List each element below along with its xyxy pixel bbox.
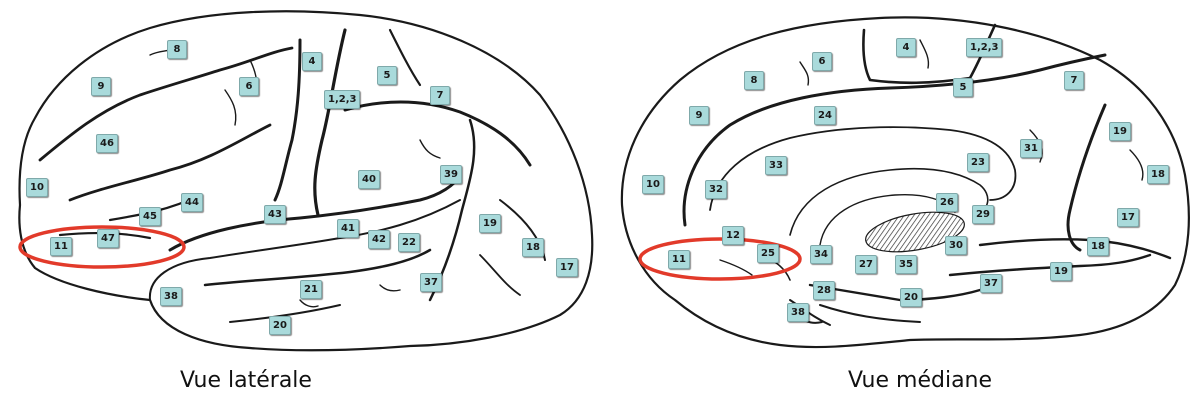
lateral-area-39: 39 <box>440 165 462 184</box>
medial-area-24: 24 <box>814 106 836 125</box>
lateral-area-18: 18 <box>522 238 544 257</box>
lateral-view-panel: 8 9 6 4 5 1,2,3 7 46 10 44 45 43 40 39 1… <box>0 0 600 405</box>
medial-area-9: 9 <box>689 106 709 125</box>
medial-area-30: 30 <box>945 236 967 255</box>
lateral-view-caption: Vue latérale <box>180 368 312 393</box>
lateral-area-21: 21 <box>300 280 322 299</box>
medial-area-28: 28 <box>813 281 835 300</box>
medial-area-5: 5 <box>953 78 973 97</box>
medial-area-17: 17 <box>1117 208 1139 227</box>
lateral-area-4: 4 <box>302 52 322 71</box>
lateral-area-6: 6 <box>239 77 259 96</box>
medial-area-7: 7 <box>1064 71 1084 90</box>
lateral-area-20: 20 <box>269 316 291 335</box>
lateral-area-9: 9 <box>91 77 111 96</box>
medial-area-38: 38 <box>787 303 809 322</box>
medial-area-37: 37 <box>980 274 1002 293</box>
lateral-area-19: 19 <box>479 214 501 233</box>
lateral-area-47: 47 <box>97 229 119 248</box>
lateral-area-22: 22 <box>398 233 420 252</box>
lateral-area-37: 37 <box>420 273 442 292</box>
lateral-area-38: 38 <box>160 287 182 306</box>
lateral-area-44: 44 <box>181 193 203 212</box>
medial-area-35: 35 <box>895 255 917 274</box>
lateral-area-42: 42 <box>368 230 390 249</box>
medial-view-caption: Vue médiane <box>848 368 992 393</box>
medial-area-31: 31 <box>1020 139 1042 158</box>
medial-area-18-lower: 18 <box>1087 237 1109 256</box>
lateral-area-45: 45 <box>139 207 161 226</box>
medial-area-4: 4 <box>896 38 916 57</box>
lateral-area-10: 10 <box>26 178 48 197</box>
lateral-area-17: 17 <box>556 258 578 277</box>
medial-area-18-upper: 18 <box>1147 165 1169 184</box>
medial-area-26: 26 <box>936 193 958 212</box>
medial-area-19-upper: 19 <box>1109 122 1131 141</box>
lateral-area-40: 40 <box>358 170 380 189</box>
medial-area-19-lower: 19 <box>1050 262 1072 281</box>
lateral-area-46: 46 <box>96 134 118 153</box>
medial-area-34: 34 <box>810 245 832 264</box>
medial-area-20: 20 <box>900 288 922 307</box>
medial-view-panel: 4 1,2,3 6 8 5 7 9 24 19 31 33 23 18 10 3… <box>600 0 1193 405</box>
lateral-area-7: 7 <box>430 86 450 105</box>
lateral-area-11: 11 <box>50 237 72 256</box>
medial-area-32: 32 <box>705 180 727 199</box>
medial-area-23: 23 <box>967 153 989 172</box>
medial-area-11: 11 <box>668 250 690 269</box>
medial-area-12: 12 <box>722 226 744 245</box>
medial-area-6: 6 <box>812 52 832 71</box>
lateral-area-1-2-3: 1,2,3 <box>324 90 360 109</box>
lateral-area-5: 5 <box>377 66 397 85</box>
medial-area-33: 33 <box>765 156 787 175</box>
medial-area-1-2-3: 1,2,3 <box>966 38 1002 57</box>
medial-area-10: 10 <box>642 175 664 194</box>
lateral-brain-drawing <box>0 0 600 365</box>
medial-area-8: 8 <box>744 71 764 90</box>
lateral-area-8: 8 <box>167 40 187 59</box>
lateral-area-41: 41 <box>337 219 359 238</box>
medial-area-29: 29 <box>972 205 994 224</box>
medial-area-25: 25 <box>757 244 779 263</box>
medial-area-27: 27 <box>855 255 877 274</box>
lateral-area-43: 43 <box>264 205 286 224</box>
